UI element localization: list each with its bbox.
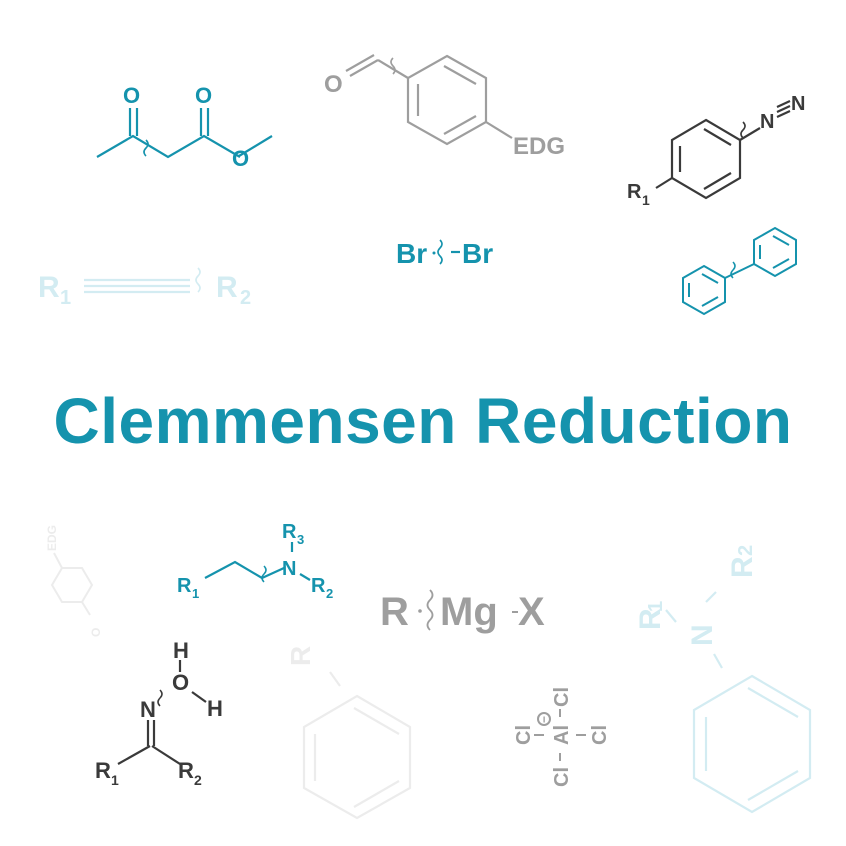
aluminate-al: Al (551, 725, 573, 745)
diazonium-r: R (627, 181, 642, 203)
grignard-molecule (418, 589, 518, 631)
faint-aldehyde-edg: EDG (45, 525, 59, 551)
aluminate-cl4: Cl (589, 725, 611, 745)
aldehyde-edg: EDG (513, 133, 565, 160)
amine-r3: R (282, 521, 297, 543)
oxime-r2-sub: 2 (194, 772, 202, 788)
aluminate-molecule: Al Cl Cl Cl Cl − (513, 687, 611, 787)
oxime-o: O (172, 670, 189, 695)
faint-aniline-r2: R (726, 556, 759, 578)
faint-aldehyde-molecule: O EDG (45, 525, 103, 637)
oxime-r1-sub: 1 (111, 772, 119, 788)
oxime-molecule (117, 660, 207, 765)
ketoester-o1: O (123, 83, 140, 108)
alkyne-r2: R (216, 271, 238, 304)
diazonium-n1: N (760, 111, 774, 133)
diazonium-molecule (655, 100, 791, 200)
grignard-r: R (380, 590, 409, 634)
page-title: Clemmensen Reduction (53, 385, 793, 457)
amine-r1-sub: 1 (192, 586, 199, 601)
aldehyde-molecule (345, 54, 513, 146)
aluminate-cl2: Cl (551, 767, 573, 787)
oxime-r2: R (178, 758, 194, 783)
faint-aniline-molecule: N R 1 R 2 (634, 545, 812, 814)
faint-aniline-n: N (686, 624, 719, 646)
diazonium-n2: N (791, 93, 805, 115)
faint-aryl-molecule: R (285, 646, 412, 820)
alkyne-molecule (84, 267, 201, 294)
amine-n: N (282, 558, 296, 580)
oxime-h2: H (207, 696, 223, 721)
bromine-br1: Br (396, 238, 427, 269)
amine-r2-sub: 2 (326, 586, 333, 601)
grignard-mg: Mg (440, 590, 498, 634)
faint-aryl-r: R (285, 646, 316, 666)
aluminate-charge: − (537, 716, 551, 723)
biphenyl-molecule (682, 226, 797, 316)
amine-molecule (204, 542, 311, 583)
faint-aldehyde-o: O (89, 628, 103, 637)
oxime-r1: R (95, 758, 111, 783)
grignard-x: X (518, 590, 545, 634)
ketoester-o2: O (195, 83, 212, 108)
alkyne-r1-sub: 1 (60, 287, 71, 309)
ketoester-o3: O (232, 146, 249, 171)
bromine-molecule (432, 239, 460, 265)
aldehyde-o: O (324, 71, 343, 98)
amine-r3-sub: 3 (297, 532, 304, 547)
faint-aniline-r1-sub: 1 (645, 601, 667, 612)
faint-aniline-r2-sub: 2 (735, 545, 757, 556)
alkyne-r2-sub: 2 (240, 287, 251, 309)
faint-aniline-r1: R (634, 608, 667, 630)
oxime-n: N (140, 697, 156, 722)
diazonium-r-sub: 1 (642, 192, 650, 208)
bromine-br2: Br (462, 238, 493, 269)
oxime-h1: H (173, 638, 189, 663)
amine-r2: R (311, 575, 326, 597)
ketoester-molecule (96, 108, 273, 159)
amine-r1: R (177, 575, 192, 597)
alkyne-r1: R (38, 271, 60, 304)
aluminate-cl1: Cl (551, 687, 573, 707)
aluminate-cl3: Cl (513, 725, 535, 745)
